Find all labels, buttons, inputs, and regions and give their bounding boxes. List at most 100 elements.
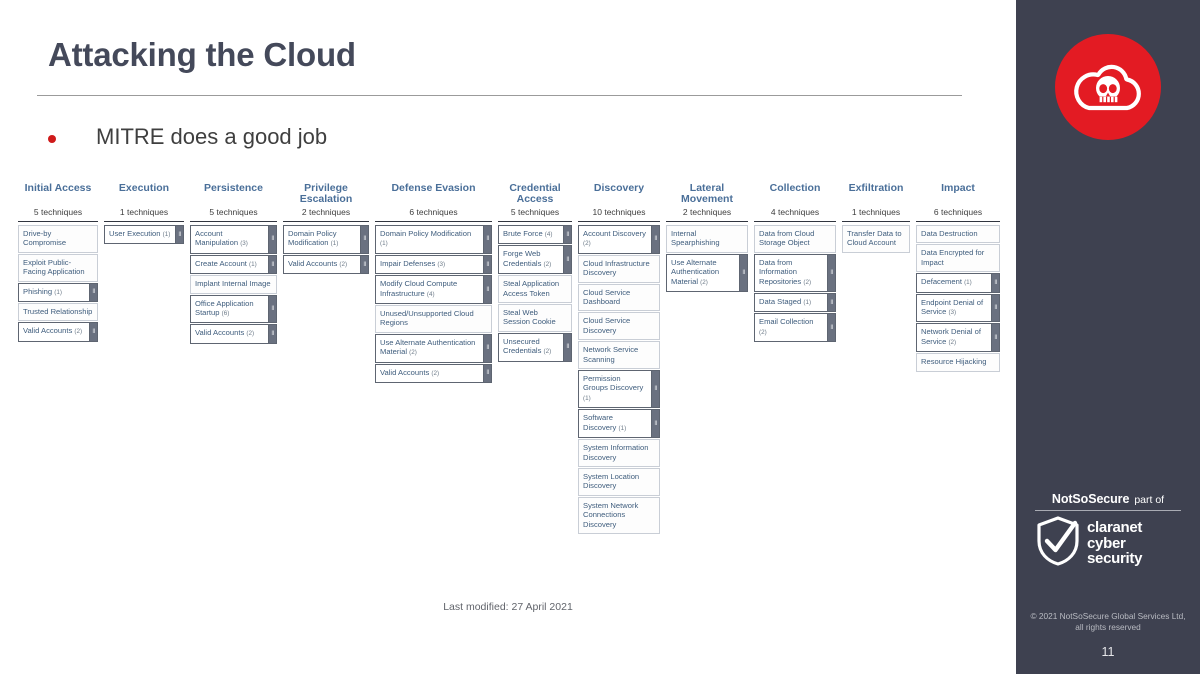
technique-cell[interactable]: System Location Discovery [578, 467, 660, 496]
technique-cell[interactable]: Network Service Scanning [578, 341, 660, 370]
technique-cell[interactable]: Data from Cloud Storage Object [754, 225, 836, 253]
technique-cell[interactable]: System Information Discovery [578, 439, 660, 467]
expand-subtechniques-icon[interactable]: II [740, 253, 748, 293]
expand-subtechniques-icon[interactable]: II [992, 293, 1000, 323]
technique-name: User Execution [109, 229, 161, 238]
technique-label: Data from Information Repositories (2) [754, 253, 828, 293]
technique-cell[interactable]: Transfer Data to Cloud Account [842, 225, 910, 253]
expand-subtechniques-icon[interactable]: II [90, 282, 98, 303]
expand-subtechniques-icon[interactable]: II [564, 332, 572, 362]
technique-cell[interactable]: Implant Internal Image [190, 275, 277, 294]
expand-subtechniques-icon[interactable]: II [269, 324, 277, 344]
technique-cell[interactable]: Internal Spearphishing [666, 225, 748, 253]
technique-cell[interactable]: Modify Cloud Compute Infrastructure (4)I… [375, 275, 492, 305]
expand-subtechniques-icon[interactable]: II [361, 225, 369, 254]
technique-cell[interactable]: Cloud Infrastructure Discovery [578, 254, 660, 283]
expand-subtechniques-icon[interactable]: II [484, 275, 492, 305]
technique-label: User Execution (1) [104, 225, 176, 245]
technique-count-label: 6 techniques [375, 207, 492, 222]
expand-subtechniques-icon[interactable]: II [564, 225, 572, 245]
technique-cell[interactable]: Impair Defenses (3)II [375, 254, 492, 275]
technique-cell[interactable]: User Execution (1)II [104, 225, 184, 245]
technique-cell[interactable]: Trusted Relationship [18, 303, 98, 322]
technique-cell[interactable]: Network Denial of Service (2)II [916, 323, 1000, 353]
expand-subtechniques-icon[interactable]: II [992, 323, 1000, 353]
expand-subtechniques-icon[interactable]: II [652, 409, 660, 439]
technique-cell[interactable]: Brute Force (4)II [498, 225, 572, 245]
technique-cell[interactable]: Data Encrypted for Impact [916, 244, 1000, 273]
technique-cell[interactable]: Unsecured Credentials (2)II [498, 332, 572, 362]
technique-cell[interactable]: Use Alternate Authentication Material (2… [666, 253, 748, 293]
technique-cell[interactable]: Drive-by Compromise [18, 225, 98, 253]
technique-cell[interactable]: Valid Accounts (2)II [283, 254, 369, 275]
tactic-header: Collection [769, 182, 821, 194]
technique-cell[interactable]: Use Alternate Authentication Material (2… [375, 333, 492, 363]
sub-technique-count: (2) [339, 260, 348, 268]
expand-subtechniques-icon[interactable]: II [652, 370, 660, 409]
expand-subtechniques-icon[interactable]: II [828, 253, 836, 293]
expand-subtechniques-icon[interactable]: II [176, 225, 184, 245]
technique-cell[interactable]: Domain Policy Modification (1)II [283, 225, 369, 254]
expand-subtechniques-icon[interactable]: II [269, 254, 277, 275]
claranet-brand-lockup: NotSoSecure part of claranet cyber secur… [1016, 492, 1200, 571]
technique-label: Steal Application Access Token [498, 275, 572, 304]
sub-technique-count: (2) [803, 278, 812, 286]
technique-cell[interactable]: Cloud Service Dashboard [578, 283, 660, 312]
expand-subtechniques-icon[interactable]: II [269, 294, 277, 324]
expand-subtechniques-icon[interactable]: II [992, 273, 1000, 293]
sub-technique-count: (2) [543, 260, 552, 268]
technique-cell[interactable]: Data Destruction [916, 225, 1000, 244]
technique-cell[interactable]: Software Discovery (1)II [578, 409, 660, 439]
technique-label: Account Manipulation (3) [190, 225, 269, 254]
technique-cell[interactable]: Email Collection (2)II [754, 313, 836, 343]
expand-subtechniques-icon[interactable]: II [484, 225, 492, 254]
bullet-list-item: MITRE does a good job [48, 124, 327, 150]
technique-cell[interactable]: Domain Policy Modification (1)II [375, 225, 492, 254]
expand-subtechniques-icon[interactable]: II [90, 322, 98, 342]
sub-technique-count: (1) [162, 231, 171, 238]
technique-count-label: 10 techniques [578, 207, 660, 222]
technique-cell[interactable]: Office Application Startup (6)II [190, 294, 277, 324]
technique-name: Valid Accounts [380, 367, 430, 377]
technique-cell[interactable]: Account Manipulation (3)II [190, 225, 277, 254]
technique-cell[interactable]: Valid Accounts (2)II [375, 363, 492, 384]
sub-technique-count: (1) [618, 424, 627, 432]
expand-subtechniques-icon[interactable]: II [484, 363, 492, 384]
technique-cell[interactable]: Forge Web Credentials (2)II [498, 245, 572, 275]
expand-subtechniques-icon[interactable]: II [828, 293, 836, 313]
technique-name: Valid Accounts [195, 328, 245, 338]
expand-subtechniques-icon[interactable]: II [564, 245, 572, 275]
claranet-wordmark: claranet cyber security [1087, 520, 1142, 567]
expand-subtechniques-icon[interactable]: II [361, 254, 369, 275]
expand-subtechniques-icon[interactable]: II [652, 225, 660, 254]
technique-cell[interactable]: Data from Information Repositories (2)II [754, 253, 836, 293]
technique-cell[interactable]: Create Account (1)II [190, 254, 277, 275]
technique-cell[interactable]: Valid Accounts (2)II [18, 322, 98, 342]
technique-label: Domain Policy Modification (1) [283, 225, 361, 254]
technique-cell[interactable]: Defacement (1)II [916, 273, 1000, 293]
expand-subtechniques-icon[interactable]: II [484, 254, 492, 275]
technique-cell[interactable]: Phishing (1)II [18, 282, 98, 303]
technique-cell[interactable]: Account Discovery (2)II [578, 225, 660, 254]
technique-cell[interactable]: Exploit Public-Facing Application [18, 253, 98, 282]
technique-cell[interactable]: Endpoint Denial of Service (3)II [916, 293, 1000, 323]
technique-label: Office Application Startup (6) [190, 294, 269, 324]
technique-cell[interactable]: Resource Hijacking [916, 353, 1000, 372]
technique-label: Cloud Service Discovery [578, 312, 660, 341]
expand-subtechniques-icon[interactable]: II [828, 313, 836, 343]
technique-cell[interactable]: Data Staged (1)II [754, 293, 836, 313]
technique-name: Impair Defenses [380, 258, 436, 268]
technique-cell[interactable]: Permission Groups Discovery (1)II [578, 370, 660, 409]
technique-cell[interactable]: System Network Connections Discovery [578, 496, 660, 534]
technique-cell[interactable]: Cloud Service Discovery [578, 312, 660, 341]
technique-cell[interactable]: Steal Application Access Token [498, 275, 572, 304]
technique-label: Valid Accounts (2) [18, 322, 90, 342]
technique-cell[interactable]: Steal Web Session Cookie [498, 304, 572, 332]
expand-subtechniques-icon[interactable]: II [484, 333, 492, 363]
technique-cell[interactable]: Unused/Unsupported Cloud Regions [375, 305, 492, 333]
technique-cell[interactable]: Valid Accounts (2)II [190, 324, 277, 344]
technique-label: Internal Spearphishing [666, 225, 748, 253]
expand-subtechniques-icon[interactable]: II [269, 225, 277, 254]
